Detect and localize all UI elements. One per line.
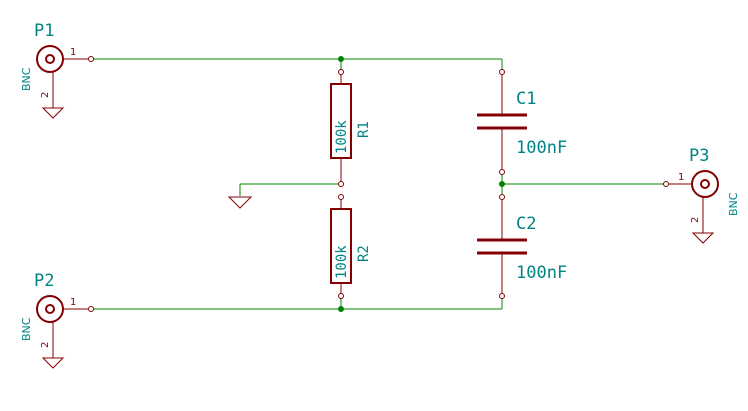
p1-pin1-end [88,56,94,62]
junction-top [338,56,344,62]
ground-symbol-mid [227,196,253,209]
c2-pin-top [499,194,505,200]
p3-inner-pin [700,179,710,189]
c1-value-label: 100nF [516,138,567,158]
p3-pin1-end [663,181,669,187]
p2-value-label: BNC [20,317,33,341]
p3-pin2-number: 2 [690,217,701,223]
p3-ground-symbol [691,232,715,244]
p3-outer-ring [691,170,719,198]
p3-pin1-number: 1 [678,172,684,183]
p1-value-label: BNC [20,67,33,91]
connector-p2[interactable]: P2 1 2 BNC [20,271,94,369]
resistor-r2[interactable]: 100k R2 [330,194,372,299]
p1-ref-label: P1 [34,21,54,41]
p2-outer-ring [36,295,64,323]
r1-pin-bottom [338,181,344,187]
p3-value-label: BNC [727,192,740,216]
r1-value-label: 100k [334,120,350,154]
r2-pin-bottom [338,293,344,299]
p1-pin1-number: 1 [70,47,76,58]
p3-ref-label: P3 [689,146,709,166]
p1-inner-pin [45,54,55,64]
ground-triangle [227,196,253,209]
resistor-r1[interactable]: 100k R1 [330,69,372,187]
capacitor-c1[interactable]: C1 100nF [477,69,567,175]
connector-p1[interactable]: P1 1 2 BNC [20,21,94,119]
junction-cap-mid [499,181,505,187]
r2-ref-label: R2 [356,245,372,262]
p1-ground-symbol [41,107,65,119]
c2-value-label: 100nF [516,263,567,283]
p2-pin2-number: 2 [40,342,51,348]
capacitor-c2[interactable]: C2 100nF [477,194,567,299]
c1-pin-bottom [499,169,505,175]
r2-value-label: 100k [334,245,350,279]
junctions [338,56,505,312]
r1-pin-top [338,69,344,75]
c1-ref-label: C1 [516,89,536,109]
c1-pin-top [499,69,505,75]
junction-bottom [338,306,344,312]
p2-inner-pin [45,304,55,314]
c2-ref-label: C2 [516,214,536,234]
r1-ref-label: R1 [356,121,372,138]
wires [91,58,666,310]
p1-outer-ring [36,45,64,73]
p1-pin2-number: 2 [40,92,51,98]
connector-p3[interactable]: P3 1 2 BNC [663,146,741,244]
p2-ref-label: P2 [34,271,54,291]
c2-pin-bottom [499,293,505,299]
r2-pin-top [338,194,344,200]
p2-ground-symbol [41,357,65,369]
p2-pin1-end [88,306,94,312]
p2-pin1-number: 1 [70,297,76,308]
